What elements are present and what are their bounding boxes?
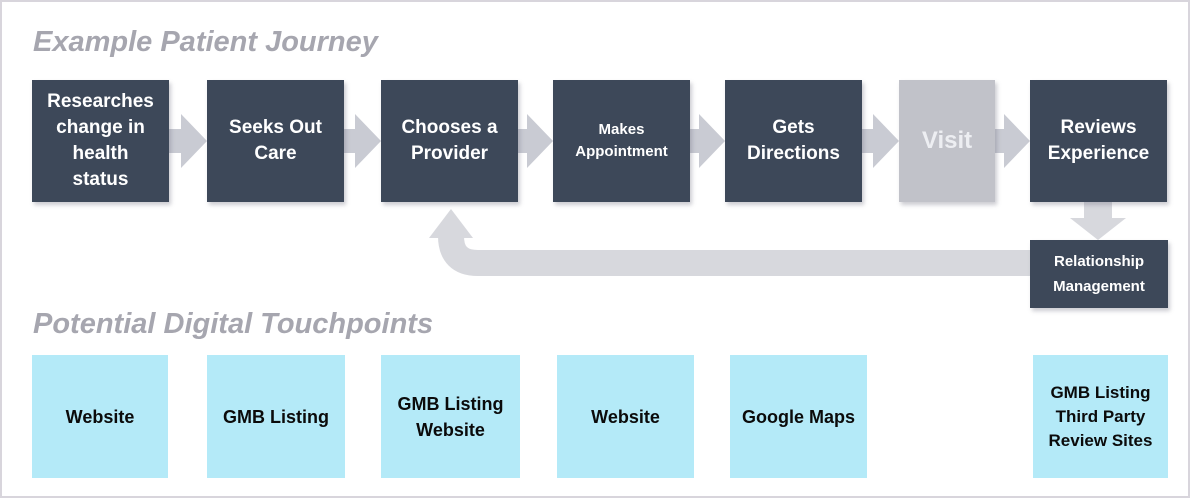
journey-step-chooses-provider: Chooses a Provider — [381, 80, 518, 202]
touchpoint-label: GMB Listing Third Party Review Sites — [1048, 382, 1153, 450]
touchpoint-website-2: Website — [557, 355, 694, 478]
touchpoint-label: Website — [65, 406, 135, 427]
touchpoints-title: Potential Digital Touchpoints — [33, 308, 434, 340]
down-arrow-icon — [1070, 201, 1126, 240]
flow-arrow-icon — [169, 114, 207, 168]
journey-step-seeks-out-care: Seeks Out Care — [207, 80, 344, 202]
relationship-management-label: Relationship Management — [1053, 253, 1145, 295]
flow-arrow-icon — [518, 114, 553, 168]
feedback-loop-arrow-icon — [429, 209, 1030, 276]
journey-step-label: Gets Directions — [747, 117, 840, 164]
journey-step-reviews-experience: Reviews Experience — [1030, 80, 1167, 202]
journey-step-makes-appointment: Makes Appointment — [553, 80, 690, 202]
flow-arrow-icon — [344, 114, 381, 168]
journey-step-label: Reviews Experience — [1047, 117, 1150, 164]
touchpoint-label: Google Maps — [741, 406, 855, 427]
journey-step-label: Visit — [921, 127, 973, 154]
journey-step-visit: Visit — [899, 80, 995, 202]
journey-step-label: Researches change in health status — [47, 91, 154, 190]
journey-step-gets-directions: Gets Directions — [725, 80, 862, 202]
journey-step-researches: Researches change in health status — [32, 80, 169, 202]
relationship-management-box: Relationship Management — [1030, 240, 1168, 308]
touchpoint-label: GMB Listing — [223, 406, 329, 427]
touchpoint-gmb-third-party-reviews: GMB Listing Third Party Review Sites — [1033, 355, 1168, 478]
journey-step-label: Seeks Out Care — [229, 117, 322, 164]
journey-step-label: Makes Appointment — [575, 121, 668, 160]
touchpoint-website-1: Website — [32, 355, 168, 478]
journey-title: Example Patient Journey — [33, 26, 378, 58]
flow-arrow-icon — [862, 114, 899, 168]
touchpoint-label: GMB Listing Website — [397, 393, 504, 440]
touchpoint-gmb-listing: GMB Listing — [207, 355, 345, 478]
flow-arrow-icon — [690, 114, 725, 168]
touchpoint-google-maps: Google Maps — [730, 355, 867, 478]
touchpoint-gmb-listing-website: GMB Listing Website — [381, 355, 520, 478]
flow-arrow-icon — [995, 114, 1030, 168]
journey-step-label: Chooses a Provider — [401, 117, 498, 164]
touchpoint-label: Website — [591, 406, 660, 427]
